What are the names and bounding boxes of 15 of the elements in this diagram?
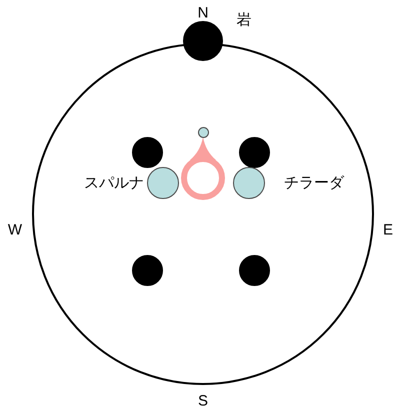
circle-marker [132,254,162,286]
compass-label: E [383,222,393,238]
rock-marker [183,21,223,61]
dot-marker [198,126,208,138]
circle-marker [132,136,162,168]
circle-marker [238,254,270,286]
compass-label: S [198,394,208,408]
character-marker [147,167,179,199]
compass-label: N [198,5,208,20]
compass-label: W [8,222,22,238]
name-label: 岩 [236,12,252,28]
name-label: チラーダ [284,176,344,190]
circle-marker [238,136,270,168]
name-label: スパルナ [84,176,144,190]
character-marker [233,167,265,199]
